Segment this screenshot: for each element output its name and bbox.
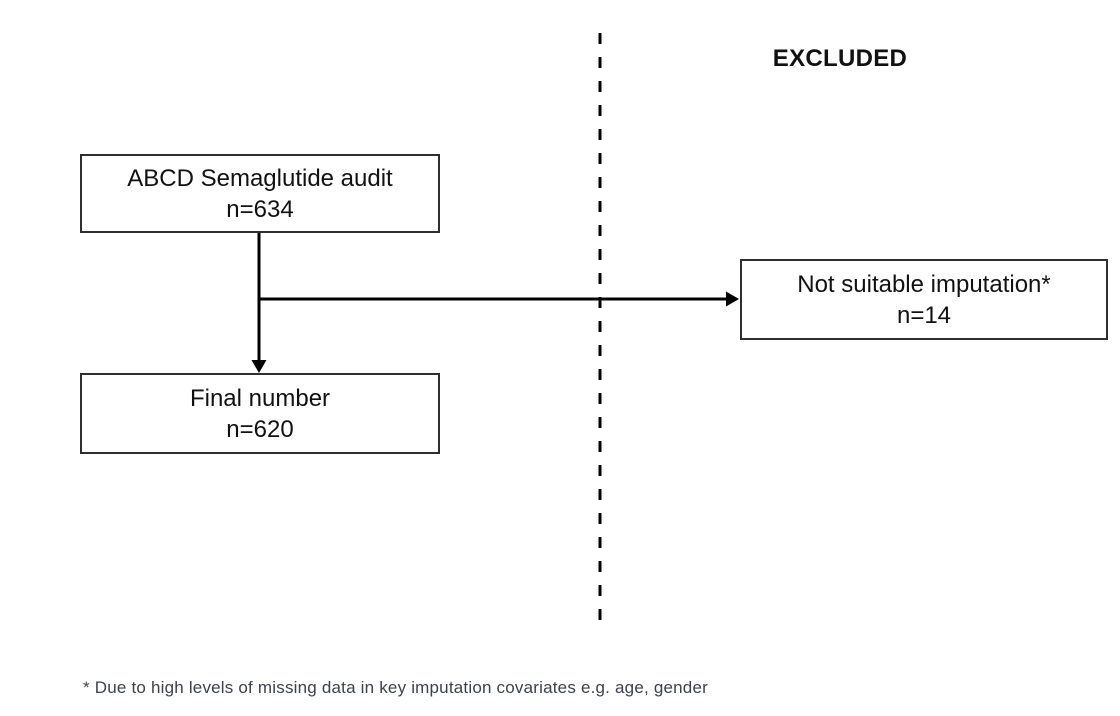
flow-box-audit-label: ABCD Semaglutide audit xyxy=(127,164,393,192)
flow-box-not-suitable-imputation-count: n=14 xyxy=(896,301,952,329)
flow-box-final-number-label: Final number xyxy=(189,384,331,412)
flow-box-final-number: Final number n=620 xyxy=(80,373,440,454)
flow-box-audit: ABCD Semaglutide audit n=634 xyxy=(80,154,440,233)
right-arrowhead-icon xyxy=(726,291,739,307)
flow-box-audit-count: n=634 xyxy=(226,195,294,223)
flow-box-final-number-count: n=620 xyxy=(226,415,294,443)
flow-box-not-suitable-imputation-label: Not suitable imputation* xyxy=(797,270,1051,298)
flow-box-not-suitable-imputation: Not suitable imputation* n=14 xyxy=(740,259,1108,340)
down-arrowhead-icon xyxy=(251,360,267,373)
asterisk-footnote: * Due to high levels of missing data in … xyxy=(83,678,708,697)
excluded-column-header: EXCLUDED xyxy=(772,45,908,72)
